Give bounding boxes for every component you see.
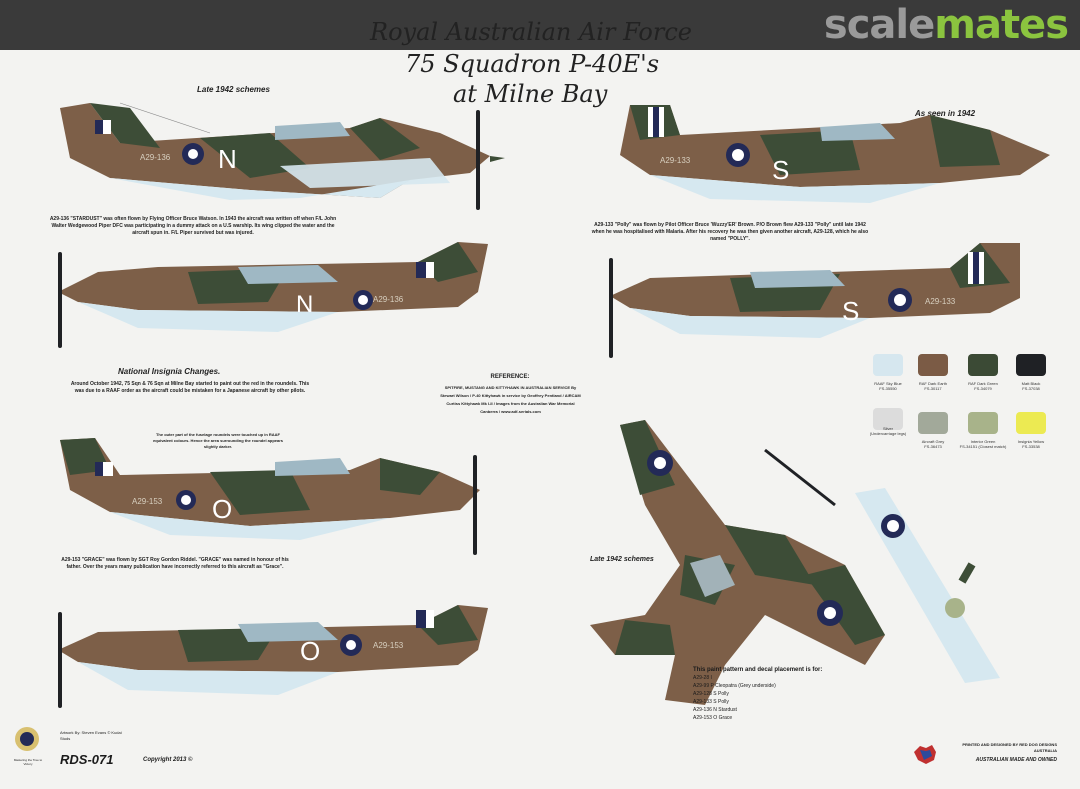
color-code-8: FS-33538 (1022, 444, 1040, 449)
as-seen-label: As seen in 1942 (915, 109, 976, 118)
aircraft-plan-view (590, 420, 885, 705)
scalemates-logo: scalemates (823, 2, 1069, 48)
top-bar (0, 0, 1080, 50)
serial-a29-136-right: A29-136 (373, 295, 404, 304)
title-line-3: at Milne Bay (453, 80, 608, 108)
title-line-1: Royal Australian Air Force (370, 18, 692, 46)
propeller-4 (58, 612, 62, 708)
made-in: AUSTRALIAN MADE AND OWNED (975, 757, 1057, 763)
insignia-title: National Insignia Changes. (118, 367, 221, 376)
swatch-dark-earth (918, 354, 948, 376)
color-code-1: FS-35550 (879, 386, 897, 391)
serial-a29-133: A29-133 (660, 156, 691, 165)
caption-stardust: A29-136 "STARDUST" was often flown by Fl… (49, 216, 337, 236)
decal-row: A29-99 P Cleopatra (Grey underside) (693, 683, 776, 689)
propeller-6 (609, 258, 613, 358)
letter-o-right: O (300, 636, 320, 666)
aircraft-a29-153-right-profile: O A29-153 (58, 605, 488, 695)
letter-n-right: N (296, 291, 313, 318)
insignia-caption: Around October 1942, 75 Sqn & 76 Sqn at … (70, 381, 310, 394)
color-code-7: FS-34151 (Closest match) (959, 444, 1007, 449)
printed-by: PRINTED AND DESIGNED BY RED DOG DESIGNS … (962, 742, 1057, 753)
roundels-caption: The outer part of the fuselage roundels … (152, 432, 284, 449)
color-name-4: Matt Black (1021, 381, 1041, 386)
product-code: RDS-071 (60, 752, 114, 767)
caption-grace: A29-153 "GRACE" was flown by SGT Roy Gor… (61, 557, 289, 570)
aircraft-a29-153-left-profile: A29-153 O (60, 438, 480, 540)
color-code-3: FS-34079 (974, 386, 992, 391)
swatch-interior-green (968, 412, 998, 434)
propeller-1 (476, 110, 480, 210)
motto: Mastering the Tree to Victory (13, 758, 43, 766)
color-code-6: FS-36473 (924, 444, 942, 449)
letter-o: O (212, 494, 232, 524)
reference-text: SPITFIRE, MUSTANG AND KITTYHAWK IN AUSTR… (440, 385, 581, 414)
swatch-dark-green (968, 354, 998, 376)
raaf-crest-icon (15, 727, 39, 751)
aircraft-a29-136-left-profile: A29-136 N (60, 102, 505, 200)
color-name-1: RAAF Sky Blue (874, 381, 902, 386)
propeller-3 (473, 455, 477, 555)
decal-row: A29-136 N Stardust (693, 707, 737, 713)
letter-s: S (772, 155, 789, 185)
serial-a29-153-right: A29-153 (373, 641, 404, 650)
decal-row: A29-128 S Polly (693, 691, 729, 697)
serial-a29-133-right: A29-133 (925, 297, 956, 306)
letter-n: N (218, 144, 237, 174)
aircraft-a29-133-right-profile: S A29-133 (610, 243, 1020, 338)
decal-row: A29-153 O Grace (693, 715, 733, 721)
color-name-5: Silver (882, 426, 893, 431)
artwork-credit: Artwork By: Steven Evans © Kudai Studs (60, 730, 122, 741)
propeller-2 (58, 252, 62, 348)
swatch-silver (873, 408, 903, 430)
copyright: Copyright 2013 © (143, 757, 193, 763)
color-code-2: FS-30117 (924, 386, 942, 391)
color-name-7: Interior Green (970, 439, 996, 444)
reference-title: REFERENCE: (490, 374, 530, 380)
australia-map-icon (914, 745, 936, 764)
aircraft-a29-133-left-profile: A29-133 S (620, 105, 1050, 203)
serial-a29-136: A29-136 (140, 153, 171, 162)
decal-list: This paint pattern and decal placement i… (693, 666, 822, 722)
late-1942-label: Late 1942 schemes (197, 85, 270, 94)
decal-row: A29-133 S Polly (693, 699, 729, 705)
decal-list-heading: This paint pattern and decal placement i… (693, 667, 823, 673)
title-line-2: 75 Squadron P-40E's (405, 50, 660, 78)
swatch-aircraft-grey (918, 412, 948, 434)
swatch-insignia-yellow (1016, 412, 1046, 434)
letter-s-right: S (842, 296, 859, 326)
decal-row: A29-28 I (693, 675, 712, 681)
swatch-matt-black (1016, 354, 1046, 376)
serial-a29-153: A29-153 (132, 497, 163, 506)
color-name-8: Insignia Yellow (1017, 439, 1045, 444)
wing-underside-view (855, 488, 1000, 683)
color-code-5: (Undercarriage legs) (869, 431, 907, 436)
aircraft-a29-136-right-profile: N A29-136 (58, 242, 488, 332)
swatch-sky-blue (873, 354, 903, 376)
caption-polly: A29-133 "Polly" was flown by Pilot Offic… (591, 222, 869, 242)
color-name-6: Aircraft Grey (921, 439, 945, 444)
color-name-3: RAF Dark Green (968, 381, 998, 386)
color-code-4: FS-37038 (1022, 386, 1040, 391)
late-1942-plan-label: Late 1942 schemes (590, 556, 654, 563)
color-name-2: RAF Dark Earth (918, 381, 948, 386)
